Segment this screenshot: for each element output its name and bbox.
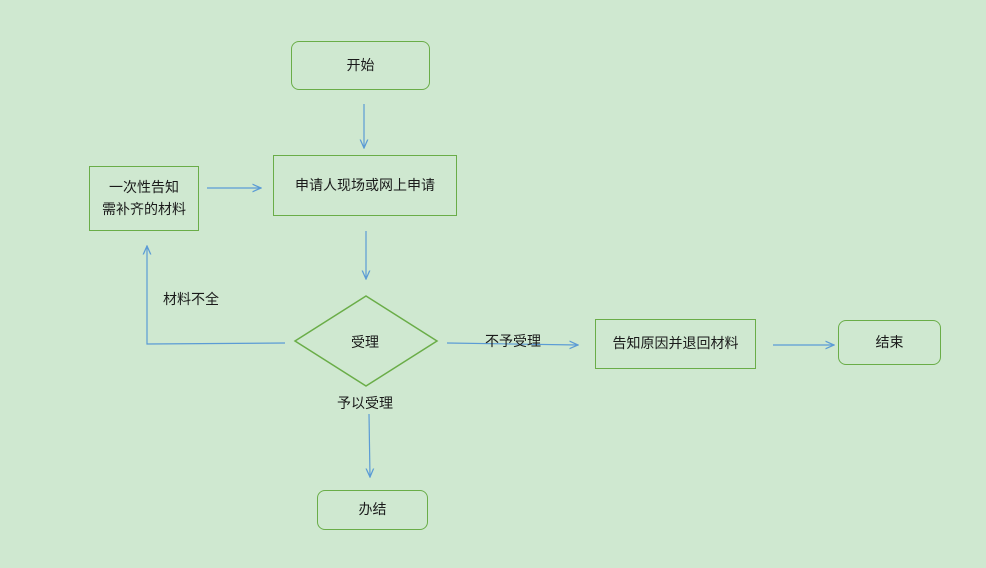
edge-label-incomplete: 材料不全	[163, 292, 219, 308]
apply-node: 申请人现场或网上申请	[273, 155, 457, 216]
complete-node-label: 办结	[358, 502, 387, 518]
start-node-label: 开始	[346, 57, 375, 74]
reject-notify-node-label: 告知原因并退回材料	[612, 336, 739, 352]
review-node-label: 受理	[351, 335, 379, 351]
complete-node: 办结	[317, 490, 428, 530]
review-diamond-shape	[293, 295, 439, 387]
arrow-review-to-complete	[369, 413, 370, 477]
notify-node-label-line2: 需补齐的材料	[102, 201, 186, 218]
notify-node-label-line1: 一次性告知	[109, 179, 179, 196]
edge-label-accepted: 予以受理	[337, 396, 393, 412]
arrow-review-to-notify	[147, 246, 286, 345]
apply-node-label: 申请人现场或网上申请	[295, 177, 435, 194]
end-node: 结束	[838, 320, 941, 365]
notify-node: 一次性告知 需补齐的材料	[89, 166, 199, 231]
end-node-label: 结束	[875, 334, 904, 351]
start-node: 开始	[291, 41, 430, 90]
arrow-review-to-reject	[446, 343, 578, 345]
edge-label-not-accepted: 不予受理	[485, 334, 541, 350]
reject-notify-node: 告知原因并退回材料	[595, 319, 756, 369]
